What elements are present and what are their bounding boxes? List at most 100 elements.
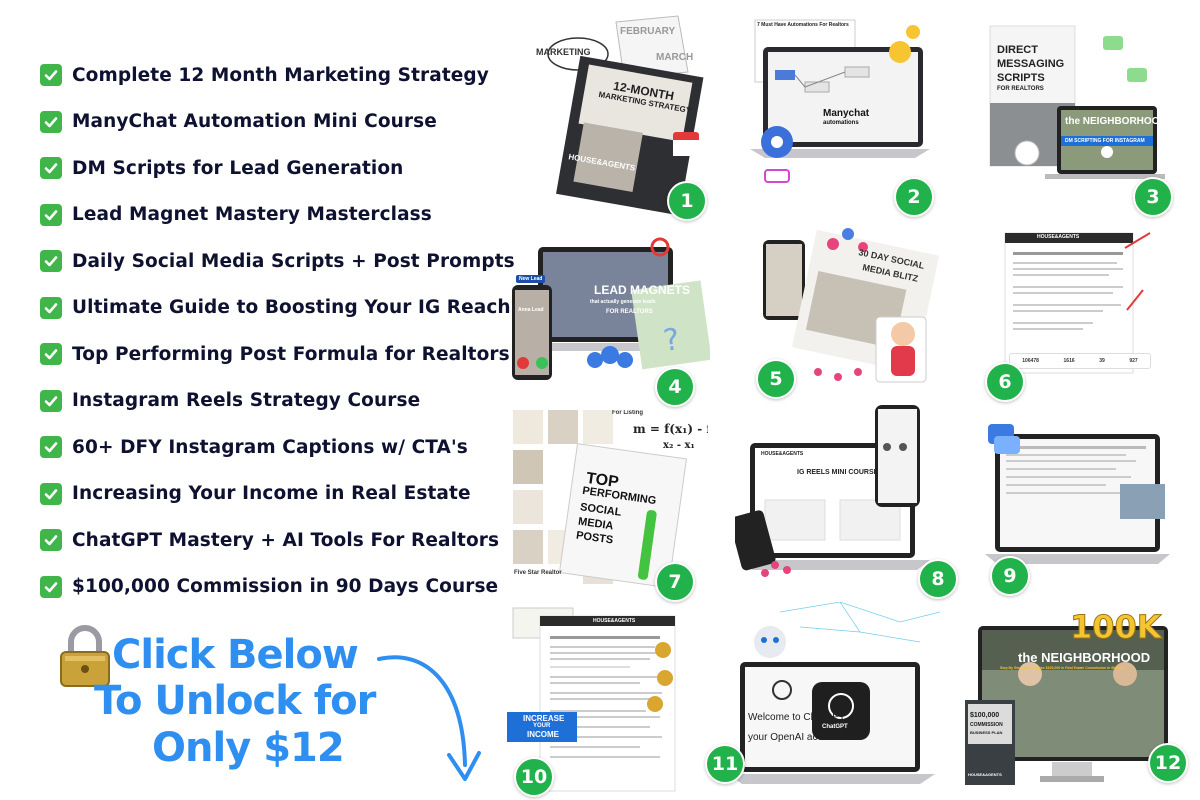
checklist-item-label: $100,000 Commission in 90 Days Course [72, 576, 499, 598]
number-badge: 4 [655, 367, 695, 407]
post-stats-bar: 106478 1616 39 927 [1009, 353, 1151, 369]
checklist-item: ChatGPT Mastery + AI Tools For Realtors [40, 517, 500, 564]
checkmark-icon [40, 482, 62, 505]
sketch-label: MARKETING [536, 47, 591, 57]
product-thumb-6[interactable]: HOUSE&AGENTS 106478 1616 39 927 [995, 228, 1155, 378]
sticker-text: INCOME [527, 730, 559, 739]
checkmark-icon [40, 436, 62, 459]
app-label: ChatGPT [822, 724, 848, 730]
checklist-item: Lead Magnet Mastery Masterclass [40, 192, 500, 239]
cta-line-3: Only $12 [152, 725, 345, 771]
number-badge: 12 [1148, 743, 1188, 783]
brand-label: HOUSE&AGENTS [968, 772, 1002, 777]
screen-title: IG REELS MINI COURSE [797, 469, 879, 476]
number-badge: 1 [667, 181, 707, 221]
checklist-item: 60+ DFY Instagram Captions w/ CTA's [40, 424, 500, 471]
checklist-item-label: Top Performing Post Formula for Realtors [72, 343, 510, 365]
screen-title: the NEIGHBORHOOD [1065, 116, 1165, 127]
checklist-item-label: ManyChat Automation Mini Course [72, 111, 437, 133]
dm-scripts-illustration [989, 25, 1165, 179]
notification-label: New Lead [516, 275, 546, 283]
product-thumb-11[interactable]: Welcome to ChatGPT your OpenAI account C… [720, 602, 950, 790]
screen-subheading: your OpenAI account [748, 732, 842, 743]
checklist-item-label: Daily Social Media Scripts + Post Prompt… [72, 250, 515, 272]
checklist-item: Ultimate Guide to Boosting Your IG Reach [40, 285, 511, 332]
stat-shares: 927 [1129, 358, 1138, 364]
number-badge: 10 [514, 757, 554, 797]
checkmark-icon [40, 64, 62, 87]
number-badge: 8 [918, 559, 958, 599]
checkmark-icon [40, 110, 62, 133]
number-badge: 7 [655, 562, 695, 602]
sticker-text: YOUR [533, 723, 551, 729]
product-thumb-7[interactable]: For Listing Five Star Realtor m = f(x₁) … [508, 410, 708, 590]
checklist-item: $100,000 Commission in 90 Days Course [40, 564, 500, 611]
product-thumb-10[interactable]: HOUSE&AGENTS INCREASE YOUR INCOME [505, 606, 685, 794]
checklist-item: Daily Social Media Scripts + Post Prompt… [40, 238, 515, 285]
book-title: COMMISSION [970, 722, 1003, 728]
product-thumb-3[interactable]: DIRECT MESSAGING SCRIPTS FOR REALTORS th… [985, 18, 1165, 193]
checklist-item-label: 60+ DFY Instagram Captions w/ CTA's [72, 436, 468, 458]
post-tag: For Listing [612, 410, 643, 416]
checklist-item-label: Lead Magnet Mastery Masterclass [72, 204, 432, 226]
checkmark-icon [40, 296, 62, 319]
product-thumb-9[interactable] [980, 422, 1170, 572]
checkmark-icon [40, 575, 62, 598]
number-badge: 11 [705, 744, 745, 784]
product-thumb-2[interactable]: 7 Must Have Automations For Realtors Man… [735, 12, 935, 197]
screen-subtitle: DM SCRIPTING FOR INSTAGRAM [1065, 138, 1145, 144]
post-tag: Five Star Realtor [514, 570, 562, 576]
curved-arrow-icon [377, 655, 481, 781]
checkmark-icon [40, 250, 62, 273]
reels-course-illustration [735, 405, 930, 577]
product-thumb-1[interactable]: MARKETING FEBRUARY MARCH 12-MONTH MARKET… [528, 12, 708, 217]
caller-name: Anna Lead [518, 307, 544, 313]
sketch-month-label: FEBRUARY [620, 26, 676, 37]
screen-title: LEAD MAGNETS [594, 283, 690, 297]
checklist-item-label: Increasing Your Income in Real Estate [72, 483, 471, 505]
brand-label: Manychat [823, 108, 870, 119]
checklist-item: Increasing Your Income in Real Estate [40, 471, 500, 518]
brand-label: HOUSE&AGENTS [593, 618, 636, 624]
number-badge: 3 [1133, 177, 1173, 217]
commission-course-illustration [965, 626, 1168, 785]
svg-text:?: ? [661, 322, 682, 359]
unlock-cta[interactable]: Click Below To Unlock for Only $12 [50, 622, 490, 792]
ig-reach-guide-illustration [1004, 232, 1151, 374]
top-posts-illustration [513, 410, 688, 589]
screen-subtitle: Step By Step How To Make $100,000 In Rea… [1000, 666, 1125, 670]
product-thumb-4[interactable]: ? LEAD MAGNETS that actually generate le… [510, 235, 710, 390]
stat-comments: 39 [1099, 358, 1105, 364]
checkmark-icon [40, 203, 62, 226]
sticker-text: INCREASE [523, 714, 565, 723]
checkmark-icon [40, 529, 62, 552]
brand-label: HOUSE&AGENTS [1037, 234, 1080, 240]
checklist-item: DM Scripts for Lead Generation [40, 145, 500, 192]
lead-magnets-illustration: ? [512, 237, 710, 380]
document-heading: 7 Must Have Automations For Realtors [757, 22, 849, 28]
math-formula-denominator: x₂ - x₁ [663, 440, 695, 451]
chatgpt-laptop-illustration [728, 602, 941, 784]
stat-likes: 1616 [1063, 358, 1075, 364]
product-thumb-5[interactable]: 30 DAY SOCIAL MEDIA BLITZ [758, 222, 948, 392]
checklist-item-label: Instagram Reels Strategy Course [72, 390, 421, 412]
income-dashboard-illustration [985, 424, 1170, 564]
product-thumb-8[interactable]: HOUSE&AGENTS IG REELS MINI COURSE [735, 405, 945, 580]
increase-income-doc-illustration [507, 607, 676, 792]
book-title-word: SCRIPTS [997, 72, 1045, 84]
screen-heading: Welcome to ChatGPT [748, 712, 846, 723]
number-badge: 2 [894, 177, 934, 217]
product-thumb-12[interactable]: 100K the NEIGHBORHOOD Step By Step How T… [960, 612, 1175, 790]
book-title-word: MESSAGING [997, 58, 1065, 70]
stat-plays: 106478 [1022, 358, 1039, 364]
checkmark-icon [40, 389, 62, 412]
number-badge: 6 [985, 362, 1025, 402]
checkmark-icon [40, 157, 62, 180]
brand-sub-label: automations [823, 120, 859, 126]
book-title: $100,000 [970, 712, 1000, 719]
checklist-item-label: DM Scripts for Lead Generation [72, 157, 404, 179]
checklist-item-label: Ultimate Guide to Boosting Your IG Reach [72, 297, 511, 319]
brand-label: HOUSE&AGENTS [761, 451, 804, 457]
100k-badge: 100K [1070, 612, 1163, 647]
book-title-word: DIRECT [997, 44, 1038, 56]
